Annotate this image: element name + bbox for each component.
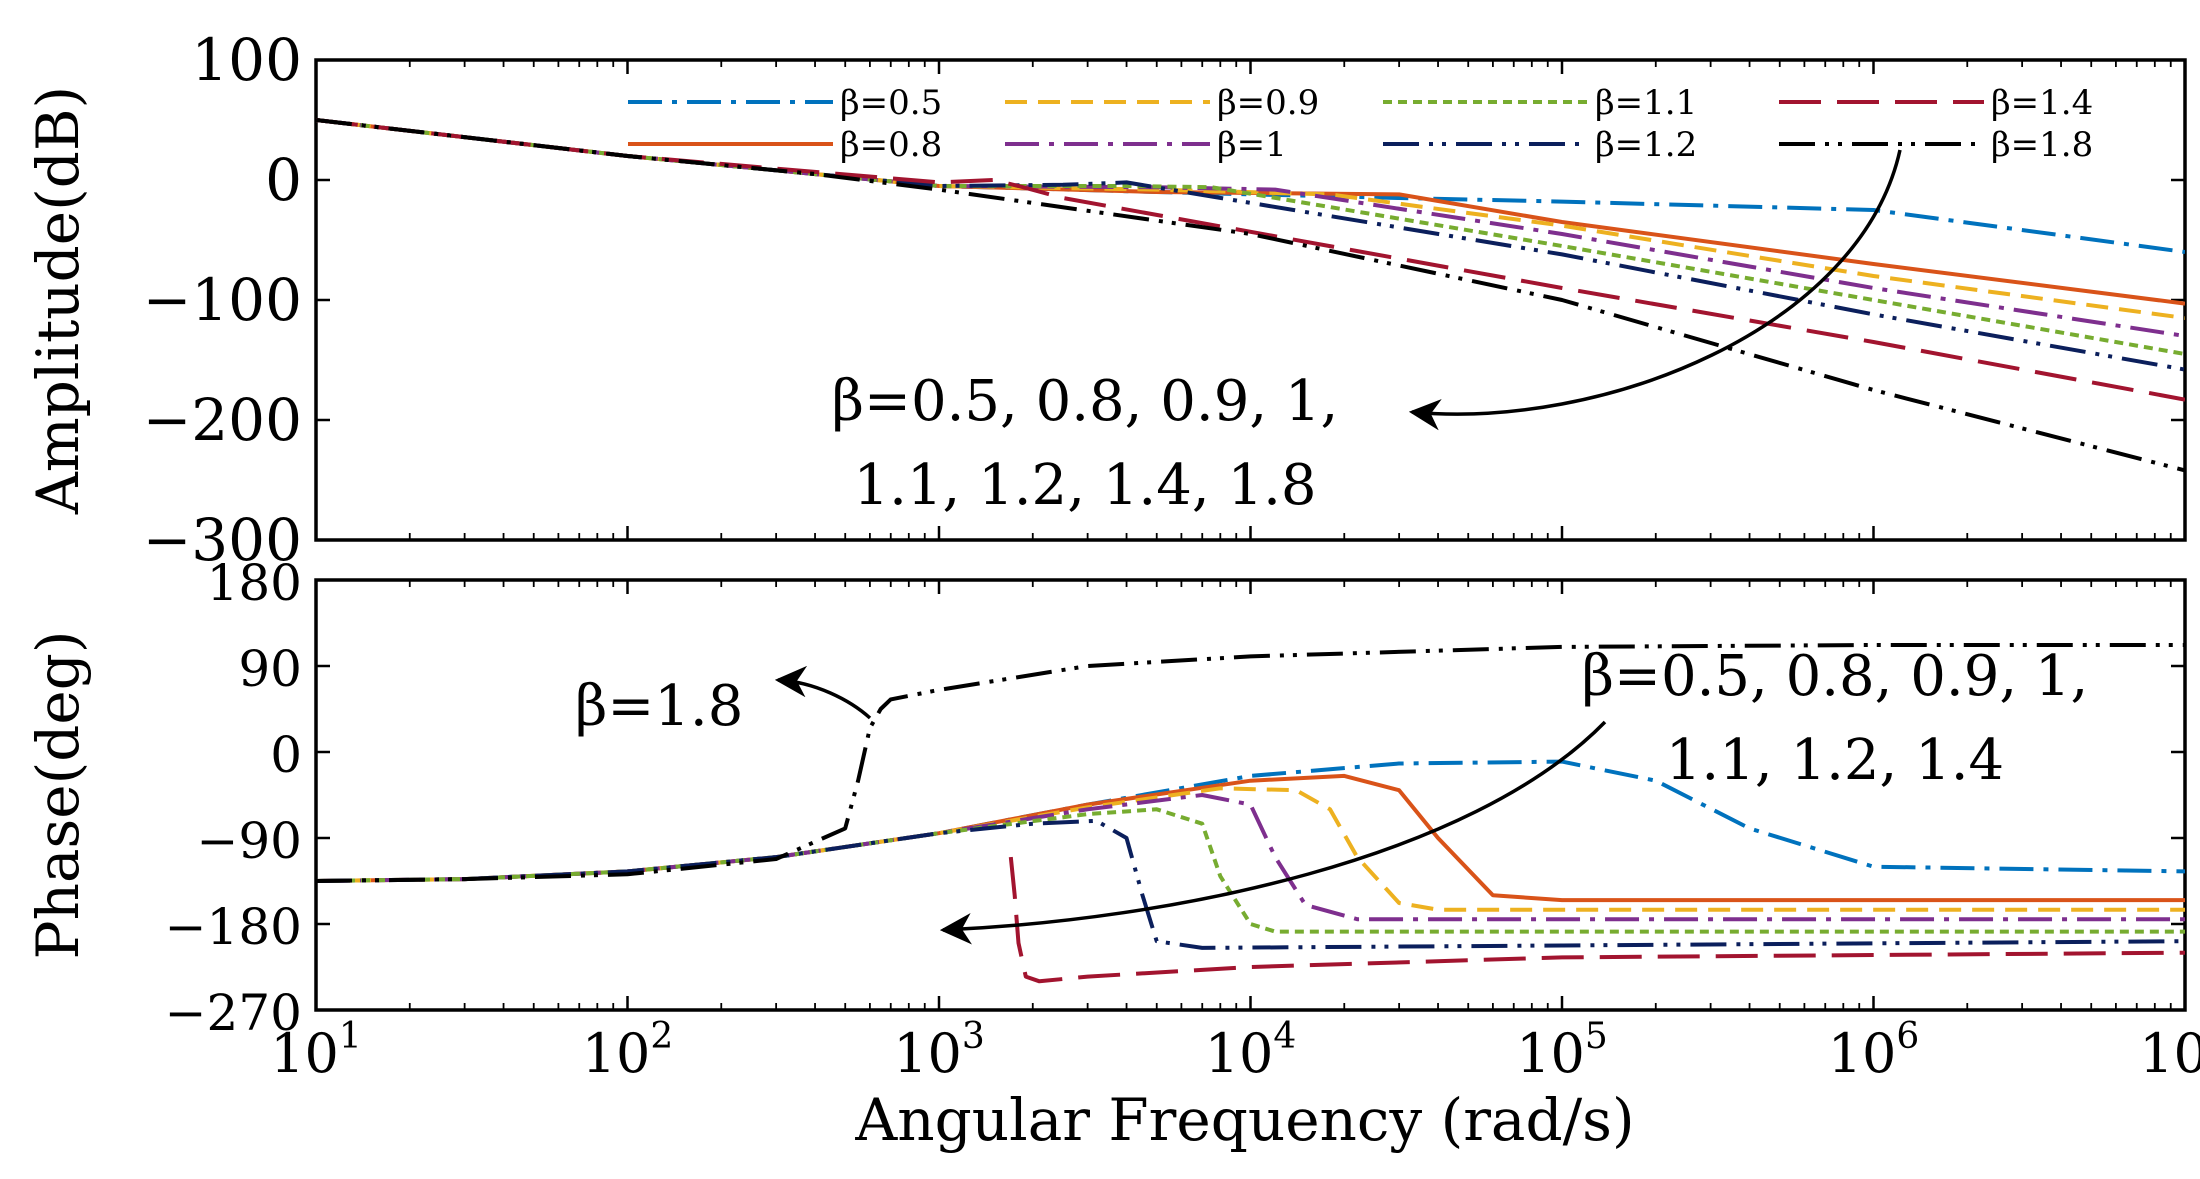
legend-entry: β=1.8 (1779, 125, 2093, 165)
phase-series-line (316, 807, 2185, 934)
phase-annotation: β=0.5, 0.8, 0.9, 1, (1582, 644, 2089, 709)
phase-series-line (316, 818, 2185, 950)
legend-entry: β=1.4 (1779, 83, 2093, 123)
x-tick-label: 105 (1516, 1016, 1608, 1085)
amplitude-panel: 100 0 −100 −200 −300 Amplitude(dB) (24, 26, 2187, 574)
y-tick-label: 0 (265, 146, 302, 214)
phase-arrow-beta-1-8 (774, 665, 872, 720)
legend-label: β=0.5 (840, 83, 942, 123)
x-axis-title: Angular Frequency (rad/s) (854, 1086, 1634, 1154)
amplitude-arrow (1408, 149, 1902, 431)
legend-label: β=1.8 (1991, 125, 2093, 165)
legend-label: β=1.1 (1595, 83, 1697, 123)
y-tick-label: 100 (191, 26, 302, 94)
y-tick-label: 90 (238, 640, 302, 698)
phase-annotation: 1.1, 1.2, 1.4 (1666, 728, 2004, 793)
phase-series-line (316, 793, 2185, 922)
phase-arrow (939, 720, 1607, 945)
amplitude-annotation: β=0.5, 0.8, 0.9, 1, (832, 369, 1339, 434)
phase-panel: 180 90 0 −90 −180 −270 Phase(deg) (24, 554, 2187, 1042)
legend-label: β=1.2 (1595, 125, 1697, 165)
x-tick-labels: 101 102 103 104 105 106 107 (270, 1016, 2200, 1085)
x-tick-label: 103 (893, 1016, 985, 1085)
phase-series-line (316, 786, 2185, 912)
annotations-layer: β=0.5, 0.8, 0.9, 1, 1.1, 1.2, 1.4, 1.8 β=1… (575, 149, 2089, 945)
legend-label: β=1.4 (1991, 83, 2093, 123)
y-tick-label: −300 (143, 506, 302, 574)
legend: β=0.5β=0.8 β=0.9β=1 β=1.1β=1.2 β=1.4β=1.8 (628, 83, 2093, 165)
x-tick-label: 106 (1828, 1016, 1920, 1085)
legend-entry: β=0.8 (628, 125, 942, 165)
y-tick-label: −270 (165, 984, 302, 1042)
x-tick-label: 107 (2139, 1016, 2200, 1085)
legend-entry: β=1.2 (1383, 125, 1697, 165)
phase-series-line (316, 773, 2185, 903)
y-tick-label: 180 (207, 554, 302, 612)
legend-entry: β=0.5 (628, 83, 942, 123)
legend-label: β=1 (1217, 125, 1287, 165)
amplitude-y-axis-title: Amplitude(dB) (24, 86, 92, 515)
amplitude-series-group (316, 118, 2185, 473)
phase-series-line (1008, 856, 2185, 984)
amplitude-annotation: 1.1, 1.2, 1.4, 1.8 (853, 453, 1316, 518)
x-tick-label: 104 (1205, 1016, 1297, 1085)
phase-series-line (316, 643, 2185, 883)
legend-entry: β=1.1 (1383, 83, 1697, 123)
y-tick-label: −90 (196, 812, 302, 870)
legend-entry: β=1 (1005, 125, 1287, 165)
y-tick-label: −200 (143, 386, 302, 454)
phase-y-axis-title: Phase(deg) (24, 631, 92, 960)
legend-label: β=0.9 (1217, 83, 1319, 123)
panels-layer: 100 0 −100 −200 −300 Amplitude(dB) 180 90 0 −90 −1… (24, 26, 2200, 1085)
legend-label: β=0.8 (840, 125, 942, 165)
y-tick-label: 0 (270, 726, 302, 784)
y-tick-label: −180 (165, 898, 302, 956)
x-tick-label: 101 (270, 1016, 362, 1085)
y-tick-label: −100 (143, 266, 302, 334)
phase-series-group (316, 643, 2185, 984)
legend-entry: β=0.9 (1005, 83, 1319, 123)
x-tick-label: 102 (582, 1016, 674, 1085)
phase-annotation-beta-1-8: β=1.8 (575, 674, 743, 739)
